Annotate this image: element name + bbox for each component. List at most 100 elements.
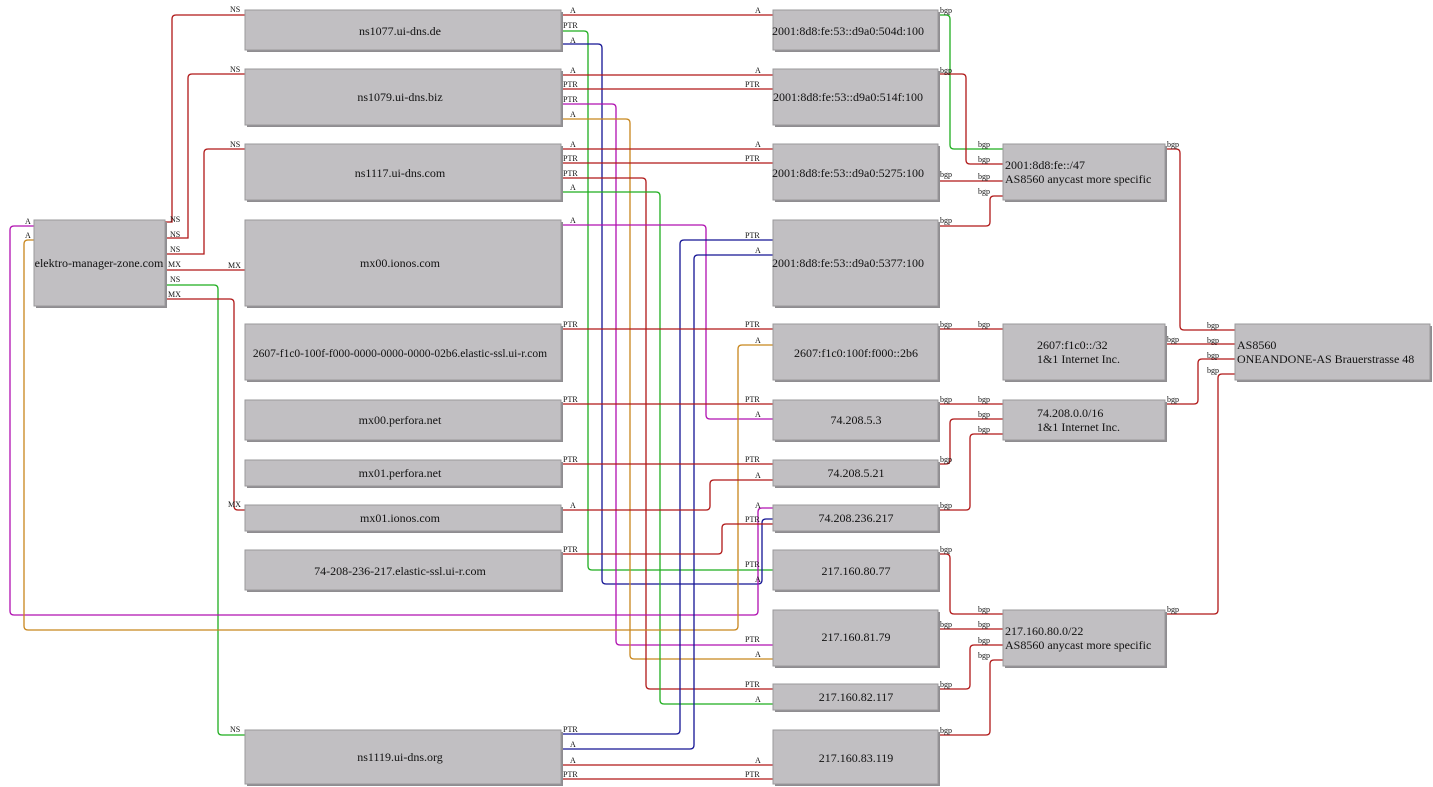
node-ip-217-117-label: 217.160.82.117 xyxy=(819,690,894,704)
label-ptr: PTR xyxy=(563,80,578,89)
node-ns1079: ns1079.ui-dns.biz xyxy=(244,68,563,127)
node-ip-5275: 2001:8d8:fe:53::d9a0:5275:100 xyxy=(772,143,940,202)
edge-zone-a-magenta xyxy=(9,225,773,616)
edge-ns1117-a-v4 xyxy=(561,191,773,705)
label-ptr: PTR xyxy=(563,169,578,178)
label-bgp: bgp xyxy=(978,636,990,645)
label-ptr: PTR xyxy=(563,455,578,464)
label-a: A xyxy=(25,217,31,226)
label-a: A xyxy=(755,501,761,510)
edges-layer xyxy=(9,14,1235,780)
node-prefix-2001-line1: 2001:8d8:fe::/47 xyxy=(1005,158,1085,172)
label-a: A xyxy=(570,216,576,225)
label-ptr: PTR xyxy=(563,154,578,163)
label-a: A xyxy=(570,183,576,192)
edge-as-217 xyxy=(1165,373,1235,615)
label-bgp: bgp xyxy=(940,170,952,179)
node-ip-217-79: 217.160.81.79 xyxy=(772,609,940,668)
label-bgp: bgp xyxy=(940,216,952,225)
label-ns: NS xyxy=(170,230,180,239)
label-ptr: PTR xyxy=(563,545,578,554)
edge-elastic-v4-ptr xyxy=(561,523,773,555)
label-ns: NS xyxy=(170,275,180,284)
node-mx01-ionos: mx01.ionos.com xyxy=(244,504,563,533)
label-bgp: bgp xyxy=(1167,395,1179,404)
label-ptr: PTR xyxy=(745,231,760,240)
node-ip-217-77-label: 217.160.80.77 xyxy=(822,564,891,578)
edge-mx00-a xyxy=(561,224,773,420)
label-a: A xyxy=(755,650,761,659)
node-ip-2b6-label: 2607:f1c0:100f:f000::2b6 xyxy=(794,346,918,360)
label-bgp: bgp xyxy=(940,320,952,329)
node-prefix-74-line2: 1&1 Internet Inc. xyxy=(1037,420,1120,434)
label-ptr: PTR xyxy=(745,680,760,689)
node-as-line2: ONEANDONE-AS Brauerstrasse 48 xyxy=(1237,352,1414,366)
label-ptr: PTR xyxy=(745,154,760,163)
label-ns: NS xyxy=(170,215,180,224)
node-ns1117: ns1117.ui-dns.com xyxy=(244,143,563,202)
edge-zone-ns1079 xyxy=(165,73,245,239)
node-zone: elektro-manager-zone.com xyxy=(33,219,167,308)
label-bgp: bgp xyxy=(940,66,952,75)
label-ptr: PTR xyxy=(563,725,578,734)
node-ns1077: ns1077.ui-dns.de xyxy=(244,9,563,52)
node-ns1079-label: ns1079.ui-dns.biz xyxy=(357,90,442,104)
node-ip-2b6: 2607:f1c0:100f:f000::2b6 xyxy=(772,323,940,382)
label-bgp: bgp xyxy=(940,501,952,510)
label-bgp: bgp xyxy=(978,410,990,419)
node-ip-74-236: 74.208.236.217 xyxy=(772,504,940,533)
edge-zone-a-orange xyxy=(23,239,773,631)
edge-bgp-217-77 xyxy=(938,553,1003,615)
edge-mx01-ionos-a xyxy=(561,479,773,511)
label-ptr: PTR xyxy=(563,395,578,404)
label-bgp: bgp xyxy=(1167,605,1179,614)
label-a: A xyxy=(755,6,761,15)
label-a: A xyxy=(570,501,576,510)
edge-ns1077-a-v4 xyxy=(561,43,773,585)
node-zone-label: elektro-manager-zone.com xyxy=(35,256,164,270)
label-a: A xyxy=(755,695,761,704)
node-ip-74-5-3-label: 74.208.5.3 xyxy=(831,413,882,427)
node-prefix-2607-line1: 2607:f1c0::/32 xyxy=(1037,338,1108,352)
node-mx00-perfora-label: mx00.perfora.net xyxy=(359,413,442,427)
label-ns: NS xyxy=(230,725,240,734)
label-ns: NS xyxy=(230,65,240,74)
label-a: A xyxy=(570,66,576,75)
node-prefix-217: 217.160.80.0/22 AS8560 anycast more spec… xyxy=(1002,609,1167,668)
edge-ns1077-ptr xyxy=(561,30,773,571)
label-a: A xyxy=(570,756,576,765)
label-bgp: bgp xyxy=(978,172,990,181)
node-prefix-217-line2: AS8560 anycast more specific xyxy=(1005,638,1151,652)
node-ip-74-236-label: 74.208.236.217 xyxy=(819,511,894,525)
label-bgp: bgp xyxy=(978,320,990,329)
label-bgp: bgp xyxy=(1167,140,1179,149)
node-as-line1: AS8560 xyxy=(1237,338,1276,352)
label-bgp: bgp xyxy=(978,155,990,164)
node-ip-217-79-label: 217.160.81.79 xyxy=(822,630,891,644)
label-ptr: PTR xyxy=(563,320,578,329)
node-elastic-v4: 74-208-236-217.elastic-ssl.ui-r.com xyxy=(244,549,563,592)
label-ptr: PTR xyxy=(745,515,760,524)
label-mx: MX xyxy=(228,500,241,509)
label-bgp: bgp xyxy=(978,425,990,434)
node-mx01-ionos-label: mx01.ionos.com xyxy=(360,511,441,525)
label-a: A xyxy=(755,336,761,345)
node-prefix-74-line1: 74.208.0.0/16 xyxy=(1037,406,1103,420)
edge-ns1079-ptr xyxy=(561,103,773,646)
label-bgp: bgp xyxy=(940,545,952,554)
nodes-layer: elektro-manager-zone.com ns1077.ui-dns.d… xyxy=(33,9,1432,786)
label-bgp: bgp xyxy=(940,395,952,404)
label-mx: MX xyxy=(228,261,241,270)
label-mx: MX xyxy=(168,260,181,269)
node-ip-74-5-21-label: 74.208.5.21 xyxy=(828,466,885,480)
label-ns: NS xyxy=(170,245,180,254)
label-bgp: bgp xyxy=(978,187,990,196)
node-prefix-2607: 2607:f1c0::/32 1&1 Internet Inc. xyxy=(1002,323,1167,382)
label-a: A xyxy=(755,471,761,480)
label-ptr: PTR xyxy=(745,80,760,89)
node-mx01-perfora-label: mx01.perfora.net xyxy=(359,466,442,480)
label-bgp: bgp xyxy=(978,605,990,614)
label-bgp: bgp xyxy=(940,6,952,15)
label-a: A xyxy=(755,246,761,255)
